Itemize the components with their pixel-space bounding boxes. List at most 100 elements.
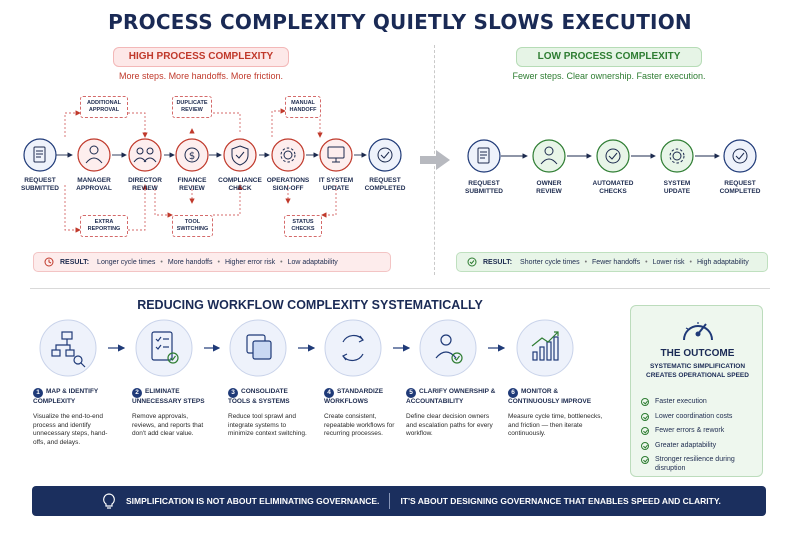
lightbulb-icon xyxy=(103,493,115,509)
high-node-label: IT SYSTEM UPDATE xyxy=(318,177,354,192)
outcome-subtitle: SYSTEMATIC SIMPLIFICATION CREATES OPERAT… xyxy=(646,363,749,379)
person-icon xyxy=(540,146,558,165)
low-result-item: Lower risk xyxy=(652,258,685,266)
extra-reporting-box: EXTRA REPORTING xyxy=(80,215,128,237)
high-result-item: More handoffs xyxy=(167,258,213,266)
outcome-item: Greater adaptability xyxy=(641,441,759,451)
document-icon xyxy=(477,147,490,164)
step-description: Visualize the end-to-end process and ide… xyxy=(33,413,108,446)
cycle-icon xyxy=(342,334,364,362)
low-result-label: RESULT: xyxy=(483,258,513,266)
high-result-item: Low adaptability xyxy=(287,258,338,266)
outcome-item: Lower coordination costs xyxy=(641,412,759,422)
step-title: ELIMINATE UNNECESSARY STEPS xyxy=(132,388,205,405)
footer-banner: SIMPLIFICATION IS NOT ABOUT ELIMINATING … xyxy=(32,486,766,516)
step-number: 2 xyxy=(132,388,142,398)
status-checks-box: STATUS CHECKS xyxy=(284,215,322,237)
checklist-icon xyxy=(151,331,179,364)
low-node-label: REQUEST COMPLETED xyxy=(719,180,761,195)
growth-chart-icon xyxy=(531,331,559,361)
outcome-item: Fewer errors & rework xyxy=(641,427,759,436)
step-title: CONSOLIDATE TOOLS & SYSTEMS xyxy=(228,388,290,405)
shield-icon xyxy=(231,145,249,166)
check-icon xyxy=(641,398,649,406)
monitor-icon xyxy=(327,146,345,163)
low-node-label: OWNER REVIEW xyxy=(536,180,562,195)
low-result-bar: RESULT: Shorter cycle times• Fewer hando… xyxy=(456,252,768,272)
low-result-item: Shorter cycle times xyxy=(520,258,580,266)
low-complexity-heading: LOW PROCESS COMPLEXITY xyxy=(516,47,702,67)
high-complexity-heading: HIGH PROCESS COMPLEXITY xyxy=(113,47,289,67)
step-description: Create consistent, repeatable workflows … xyxy=(324,413,395,437)
check-icon xyxy=(641,456,649,464)
gear-icon xyxy=(280,147,296,163)
step-description: Measure cycle time, bottlenecks, and fri… xyxy=(508,413,603,437)
step-title: MAP & IDENTIFY COMPLEXITY xyxy=(33,388,99,405)
step-title: STANDARDIZE WORKFLOWS xyxy=(324,388,384,405)
steps-section-title: REDUCING WORKFLOW COMPLEXITY SYSTEMATICA… xyxy=(137,298,483,312)
high-node-label: REQUEST COMPLETED xyxy=(364,177,406,192)
step-number: 5 xyxy=(406,388,416,398)
page-title: PROCESS COMPLEXITY QUIETLY SLOWS EXECUTI… xyxy=(108,10,692,34)
high-result-label: RESULT: xyxy=(60,258,90,266)
low-result-item: Fewer handoffs xyxy=(592,258,641,266)
person-icon xyxy=(85,145,103,164)
low-complexity-diagram xyxy=(467,139,757,173)
duplicate-review-box: DUPLICATE REVIEW xyxy=(172,96,212,118)
clock-icon xyxy=(44,257,54,267)
check-icon xyxy=(641,427,649,435)
footer-left-text: SIMPLIFICATION IS NOT ABOUT ELIMINATING … xyxy=(126,496,380,506)
document-icon xyxy=(33,146,46,163)
high-result-item: Longer cycle times xyxy=(97,258,156,266)
high-result-item: Higher error risk xyxy=(224,258,276,266)
high-node-label: DIRECTOR REVIEW xyxy=(128,177,162,192)
check-icon xyxy=(605,148,621,164)
high-node-label: MANAGER APPROVAL xyxy=(76,177,112,192)
step-description: Reduce tool sprawl and integrate systems… xyxy=(228,413,307,437)
step-title: MONITOR & CONTINUOUSLY IMPROVE xyxy=(508,388,592,405)
svg-text:$: $ xyxy=(189,151,195,162)
manual-handoff-box: MANUAL HANDOFF xyxy=(285,96,321,118)
group-icon xyxy=(133,147,157,163)
high-result-bar: RESULT: Longer cycle times• More handoff… xyxy=(33,252,391,272)
high-node-label: FINANCE REVIEW xyxy=(177,177,207,192)
step-number: 6 xyxy=(508,388,518,398)
high-node-label: OPERATIONS SIGN-OFF xyxy=(266,177,310,192)
footer-divider xyxy=(389,493,391,509)
check-icon xyxy=(732,148,748,164)
step-description: Define clear decision owners and escalat… xyxy=(406,413,493,437)
low-complexity-subheading: Fewer steps. Clear ownership. Faster exe… xyxy=(512,71,706,81)
steps-icons-row xyxy=(39,319,574,377)
check-icon xyxy=(641,441,649,450)
step-title: CLARIFY OWNERSHIP & ACCOUNTABILITY xyxy=(406,388,496,405)
layers-icon xyxy=(246,334,272,360)
step-number: 3 xyxy=(228,388,238,398)
high-complexity-diagram: $ xyxy=(23,108,402,233)
low-result-item: High adaptability xyxy=(696,258,749,266)
gear-icon xyxy=(669,148,685,164)
step-number: 1 xyxy=(33,388,43,398)
low-node-label: REQUEST SUBMITTED xyxy=(465,180,503,195)
check-circle-icon xyxy=(467,257,477,267)
step-number: 4 xyxy=(324,388,334,398)
outcome-item: Stronger resilience during disruption xyxy=(641,456,759,473)
tool-switching-box: TOOL SWITCHING xyxy=(172,215,213,237)
dollar-icon: $ xyxy=(184,147,200,163)
check-icon xyxy=(377,147,393,163)
flowchart-search-icon xyxy=(51,331,86,368)
outcome-title: THE OUTCOME xyxy=(660,348,735,359)
high-complexity-subheading: More steps. More handoffs. More friction… xyxy=(119,71,283,81)
check-icon xyxy=(641,412,649,421)
outcome-item: Faster execution xyxy=(641,398,759,407)
step-description: Remove approvals, reviews, and reports t… xyxy=(132,413,204,437)
footer-right-text: IT'S ABOUT DESIGNING GOVERNANCE THAT ENA… xyxy=(400,496,721,506)
owner-check-icon xyxy=(435,334,463,364)
speedometer-icon xyxy=(683,322,713,341)
horizontal-divider xyxy=(30,288,770,289)
